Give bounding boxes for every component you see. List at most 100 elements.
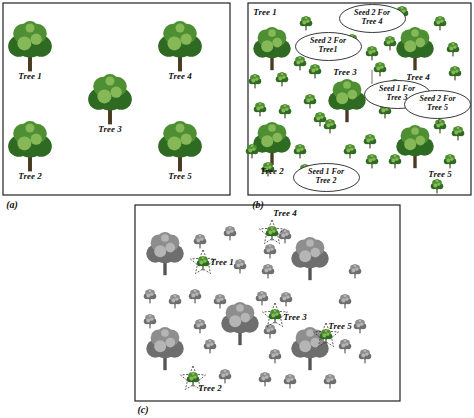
canopy [189,376,193,380]
canopy [181,134,192,145]
ellipse-outline [405,90,471,118]
canopy [361,353,365,357]
canopy [336,92,348,104]
canopy [300,60,306,66]
tree [431,179,443,193]
canopy [310,98,316,104]
canopy [224,370,227,373]
canopy [344,340,347,343]
tree-label: Tree 5 [428,170,451,179]
canopy [296,60,300,64]
canopy [154,340,166,352]
canopy [329,120,332,123]
canopy [359,320,362,323]
canopy [349,145,352,148]
canopy [345,298,351,304]
canopy [344,295,347,298]
canopy [285,108,288,111]
canopy [360,323,363,326]
canopy [275,353,278,356]
tree [449,66,461,80]
canopy [372,50,375,53]
canopy [391,158,395,162]
canopy [300,148,306,154]
canopy [262,295,268,301]
canopy [181,34,192,45]
canopy [289,375,292,378]
canopy [196,323,200,327]
canopy [272,230,278,236]
canopy [268,29,276,37]
canopy [440,123,446,129]
canopy [281,233,285,237]
canopy [167,36,181,50]
canopy [436,180,439,183]
canopy [315,68,318,71]
canopy [284,230,287,233]
canopy [330,123,336,129]
canopy [269,245,272,248]
canopy [315,68,321,74]
canopy [175,298,178,301]
ellipse-outline [293,163,359,191]
canopy [271,353,275,357]
grey-tree [339,339,351,353]
tree [396,125,433,168]
canopy [341,343,345,347]
tree [187,372,199,386]
panel-frame [248,3,471,195]
grey-tree [262,264,274,278]
grey-tree [144,289,156,303]
canopy [31,134,42,145]
grey-tree [279,229,291,243]
canopy [450,158,456,164]
canopy [354,265,357,268]
canopy [371,47,374,50]
canopy [256,106,260,110]
canopy [371,155,374,158]
canopy [229,315,241,327]
tree [314,112,326,126]
tree [366,154,378,168]
tree [253,122,290,165]
grey-tree [259,372,271,386]
canopy [299,57,302,60]
grey-tree [221,302,258,345]
canopy [300,60,303,63]
canopy [199,235,202,238]
canopy [265,376,268,379]
canopy [411,29,419,37]
canopy [457,127,460,130]
canopy [282,76,288,82]
canopy [261,40,273,52]
tree [88,74,132,124]
canopy [219,295,222,298]
tree [389,154,401,168]
canopy [106,77,115,86]
callout-text: Seed 2 For Tree1 [306,37,350,55]
tree-label: Tree 4 [168,72,191,81]
canopy [415,38,425,48]
canopy [111,87,122,98]
canopy [200,323,203,326]
tree-label: Tree 2 [260,167,283,176]
canopy [368,50,372,54]
panel-label: (c) [137,405,148,415]
canopy [146,293,150,297]
canopy [452,43,455,46]
canopy [330,123,333,126]
canopy [458,130,464,136]
canopy [268,230,272,234]
canopy [196,238,200,242]
grey-tree [204,339,216,353]
canopy [270,328,276,334]
grey-tree [354,319,366,333]
grey-tree [234,259,246,273]
canopy [306,98,310,102]
canopy [230,230,233,233]
canopy [200,238,203,241]
canopy [290,378,296,384]
grey-tree [224,226,236,240]
canopy [401,7,404,10]
tree [8,21,52,71]
